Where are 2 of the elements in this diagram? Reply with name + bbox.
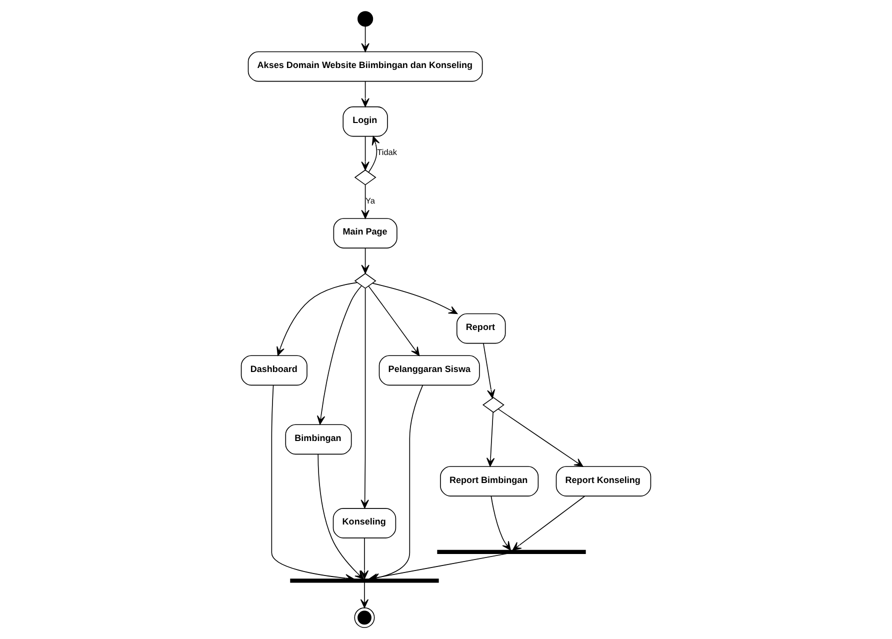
edge-label: Tidak <box>377 148 397 158</box>
edge-label: Ya <box>366 196 375 206</box>
